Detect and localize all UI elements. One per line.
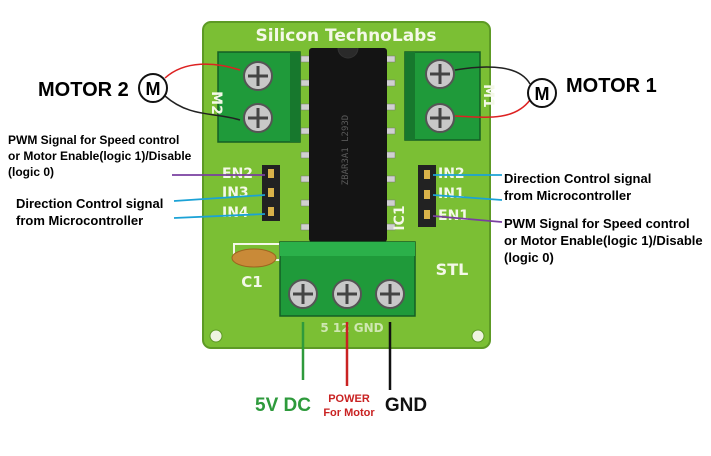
capacitor-icon [231,248,277,268]
screw-slot [248,108,268,128]
mounting-hole [209,329,223,343]
silk-en2: EN2 [222,166,253,182]
silk-power-pins: 5 12 GND [320,321,383,335]
silk-c1: C1 [241,273,262,291]
dir-right-line2: from Microcontroller [504,188,631,203]
mounting-hole [471,329,485,343]
label-5v-dc: 5V DC [255,395,311,416]
dir-right-line1: Direction Control signal [504,171,651,186]
screw-slot [248,66,268,86]
terminal-side [290,52,300,142]
dir-left-pointer-in4 [173,213,266,219]
silk-m2: M2 [208,91,224,115]
pwm-right-pointer [432,215,503,223]
motor2-symbol: M [146,79,161,99]
pwm-right-line1: PWM Signal for Speed control [504,216,690,231]
silk-in1: IN1 [438,186,465,202]
right-pin-header [418,165,436,227]
label-gnd: GND [385,395,427,416]
screw-slot [430,64,450,84]
dir-right-pointer-in1 [432,194,503,201]
ic-chip: ZBAR3A1 L293D [300,47,396,242]
dir-left-line1: Direction Control signal [16,196,163,211]
silk-in4: IN4 [222,205,249,221]
pwm-right-line3: (logic 0) [504,250,554,265]
silk-in3: IN3 [222,185,249,201]
left-pin-header [262,165,280,221]
terminal-side [405,52,415,140]
silk-m1: M1 [480,84,496,108]
pwm-left-line2: or Motor Enable(logic 1)/Disable [8,149,192,163]
pwm-left-line1: PWM Signal for Speed control [8,133,179,147]
board-brand: Silicon TechnoLabs [256,26,437,46]
terminal-top [280,242,415,256]
motor1-symbol: M [535,84,550,104]
dir-left-pointer-in3 [173,194,266,202]
motor1-wire-black [454,66,531,85]
motor2-icon [138,73,168,103]
silk-in2: IN2 [438,166,465,182]
dir-left-line2: from Microcontroller [16,213,143,228]
label-power-line2: For Motor [323,407,375,419]
motor1-icon [527,78,557,108]
motor1-wire-red [454,99,531,118]
label-power-line1: POWER [328,393,370,405]
silk-en1: EN1 [438,208,469,224]
silk-ic1: IC1 [392,205,408,230]
screw-slot [430,108,450,128]
screw-slot [380,284,400,304]
pwm-left-line3: (logic 0) [8,165,54,179]
silk-stl: STL [436,260,469,279]
screw-slot [293,284,313,304]
motor1-label: MOTOR 1 [566,75,657,97]
motor2-wire-red [164,63,241,79]
pwm-right-line2: or Motor Enable(logic 1)/Disable [504,233,703,248]
motor2-wire-black [164,95,241,121]
svg-text:ZBAR3A1 L293D: ZBAR3A1 L293D [341,115,351,185]
motor2-label: MOTOR 2 [38,79,129,101]
screw-slot [337,284,357,304]
